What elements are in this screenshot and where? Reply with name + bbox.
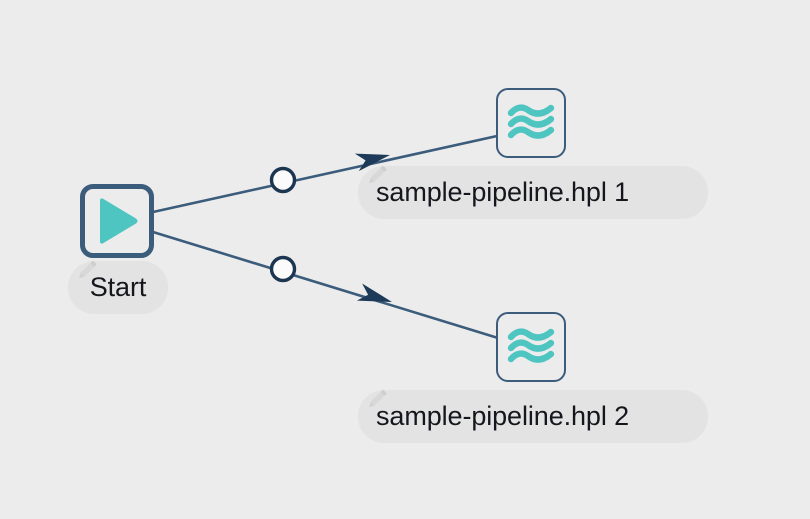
node-pipeline-2-label: sample-pipeline.hpl 2 bbox=[376, 401, 630, 431]
pipeline-waves-icon bbox=[507, 104, 555, 139]
node-start[interactable] bbox=[80, 184, 154, 258]
node-pipeline-2-label-pill[interactable]: sample-pipeline.hpl 2 bbox=[358, 389, 708, 443]
node-pipeline-1[interactable] bbox=[496, 88, 566, 158]
edge-line[interactable] bbox=[152, 134, 498, 214]
node-pipeline-1-label: sample-pipeline.hpl 1 bbox=[376, 177, 630, 207]
node-start-label-pill[interactable]: Start bbox=[68, 260, 168, 314]
pipeline-waves-icon bbox=[507, 328, 555, 363]
pencil-icon[interactable] bbox=[72, 255, 102, 285]
pencil-icon[interactable] bbox=[362, 160, 392, 190]
node-pipeline-2[interactable] bbox=[496, 312, 566, 382]
node-pipeline-1-label-pill[interactable]: sample-pipeline.hpl 1 bbox=[358, 165, 708, 219]
pencil-icon[interactable] bbox=[362, 384, 392, 414]
circle-hop-icon[interactable] bbox=[269, 255, 297, 283]
arrowhead-icon bbox=[356, 283, 392, 302]
play-icon bbox=[100, 198, 138, 244]
edge-start-to-pipeline-1[interactable] bbox=[152, 134, 498, 214]
circle-hop-icon[interactable] bbox=[269, 166, 297, 194]
edge-line[interactable] bbox=[152, 230, 499, 340]
edge-start-to-pipeline-2[interactable] bbox=[152, 230, 499, 340]
node-start-label: Start bbox=[89, 272, 147, 302]
arrowhead-icon bbox=[354, 153, 390, 172]
